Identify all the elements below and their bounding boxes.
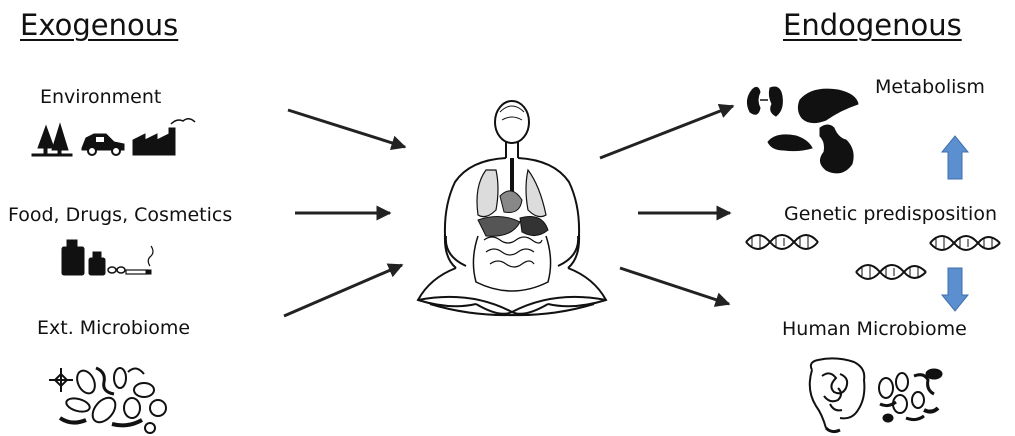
microbes-icon <box>49 368 166 433</box>
arrow-environment-to-body <box>288 110 405 147</box>
arrow-body-to-metabolism <box>600 106 733 158</box>
arrow-body-to-human-microbiome <box>620 268 729 304</box>
food-drug-icons <box>62 240 153 275</box>
tree-icon <box>32 124 72 156</box>
pancreas-icon <box>768 135 812 151</box>
environment-icons <box>32 119 195 156</box>
pills-icon <box>89 252 125 275</box>
blue-up-arrow <box>942 136 968 179</box>
car-icon <box>82 134 124 155</box>
intestine-icon <box>810 358 865 431</box>
arrow-microbiome-to-body <box>284 265 402 316</box>
stomach-icon <box>820 125 853 173</box>
blue-down-arrow <box>942 268 968 311</box>
metabolism-organ-icons <box>747 87 858 173</box>
liver-icon <box>798 89 858 122</box>
kidney-icon <box>747 87 782 116</box>
meditating-human-anatomy-icon <box>418 101 606 315</box>
cigarette-icon <box>126 246 153 274</box>
gut-bacteria-icon <box>879 369 942 422</box>
bottle-icon <box>62 240 84 275</box>
factory-icon <box>133 119 195 155</box>
